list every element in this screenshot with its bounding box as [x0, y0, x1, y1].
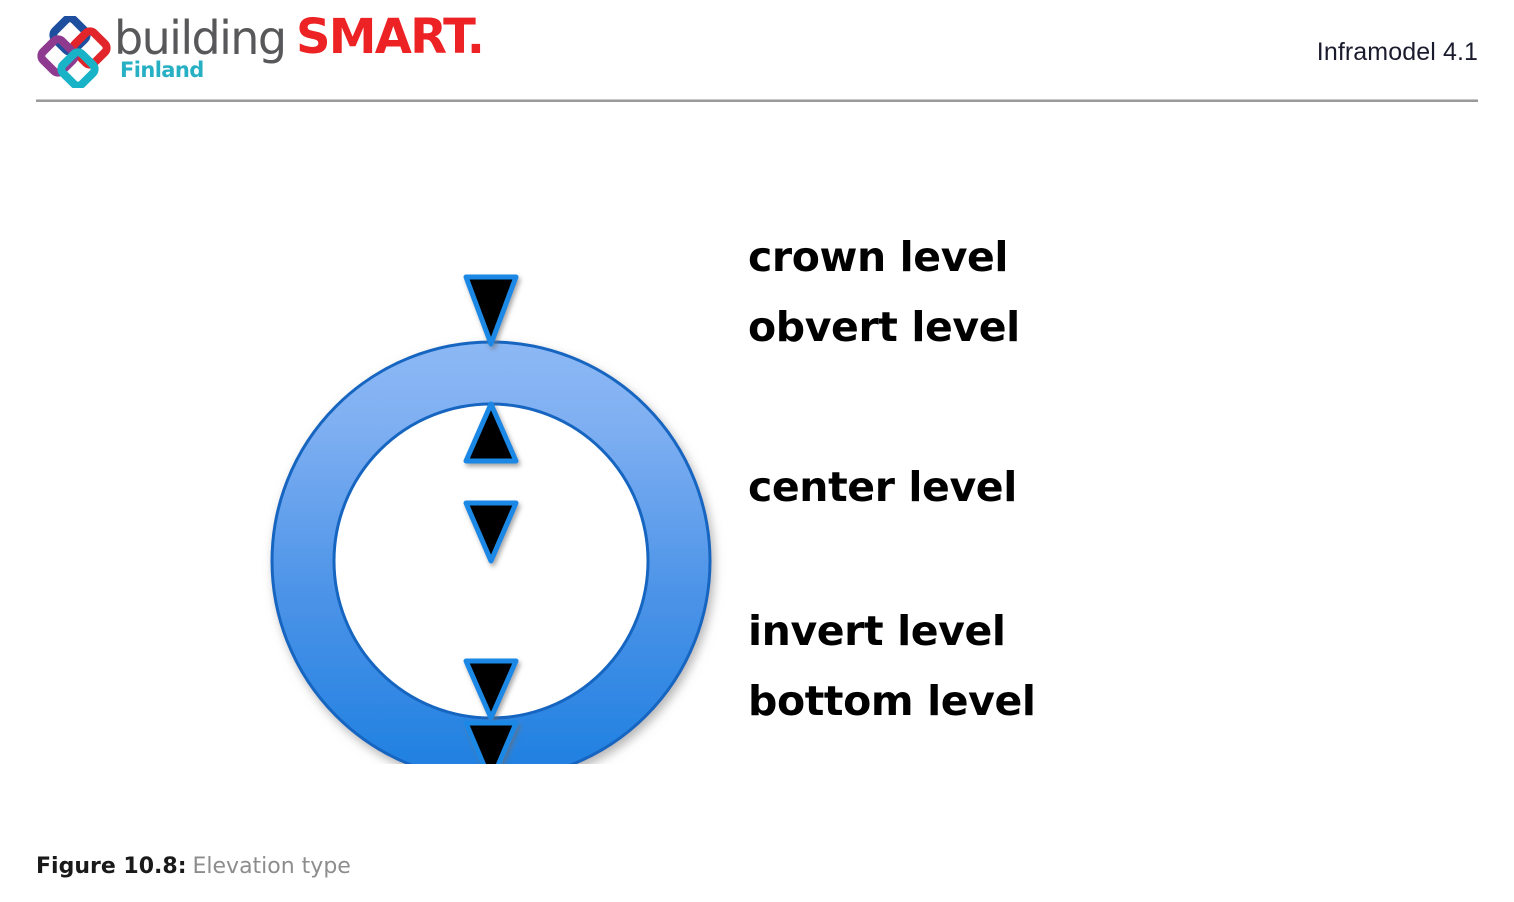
- buildingsmart-wordmark: building SMART. Finland: [114, 11, 485, 90]
- pipe-cross-section-diagram: [270, 274, 712, 764]
- label-center-level: center level: [748, 463, 1017, 511]
- center-level-marker: [463, 500, 519, 564]
- invert-level-marker: [463, 658, 519, 721]
- obvert-level-marker: [463, 401, 519, 464]
- page-header: building SMART. Finland Inframodel 4.1: [0, 0, 1514, 104]
- label-group-top-levels: crown level obvert level: [748, 222, 1020, 362]
- level-labels: crown level obvert level center level in…: [748, 104, 1348, 824]
- wordmark-finland: Finland: [120, 58, 204, 82]
- buildingsmart-finland-logo: building SMART. Finland: [36, 11, 485, 92]
- figure-caption: Figure 10.8:Elevation type: [36, 852, 351, 882]
- wordmark-smart: SMART.: [296, 9, 485, 65]
- label-group-center-levels: center level: [748, 452, 1017, 522]
- wordmark-building: building: [114, 11, 287, 65]
- bottom-level-marker: [463, 720, 519, 764]
- crown-level-marker: [463, 274, 519, 347]
- label-crown-level: crown level: [748, 233, 1009, 281]
- buildingsmart-interlocking-squares-icon: [37, 16, 111, 88]
- label-invert-level: invert level: [748, 607, 1006, 655]
- document-title: Inframodel 4.1: [1316, 38, 1478, 66]
- figure-caption-text: Elevation type: [192, 854, 351, 879]
- label-obvert-level: obvert level: [748, 303, 1020, 351]
- label-group-bottom-levels: invert level bottom level: [748, 596, 1036, 736]
- header-divider: [36, 99, 1478, 102]
- label-bottom-level: bottom level: [748, 677, 1036, 725]
- figure-body: crown level obvert level center level in…: [0, 104, 1514, 824]
- figure-caption-label: Figure 10.8:: [36, 854, 187, 879]
